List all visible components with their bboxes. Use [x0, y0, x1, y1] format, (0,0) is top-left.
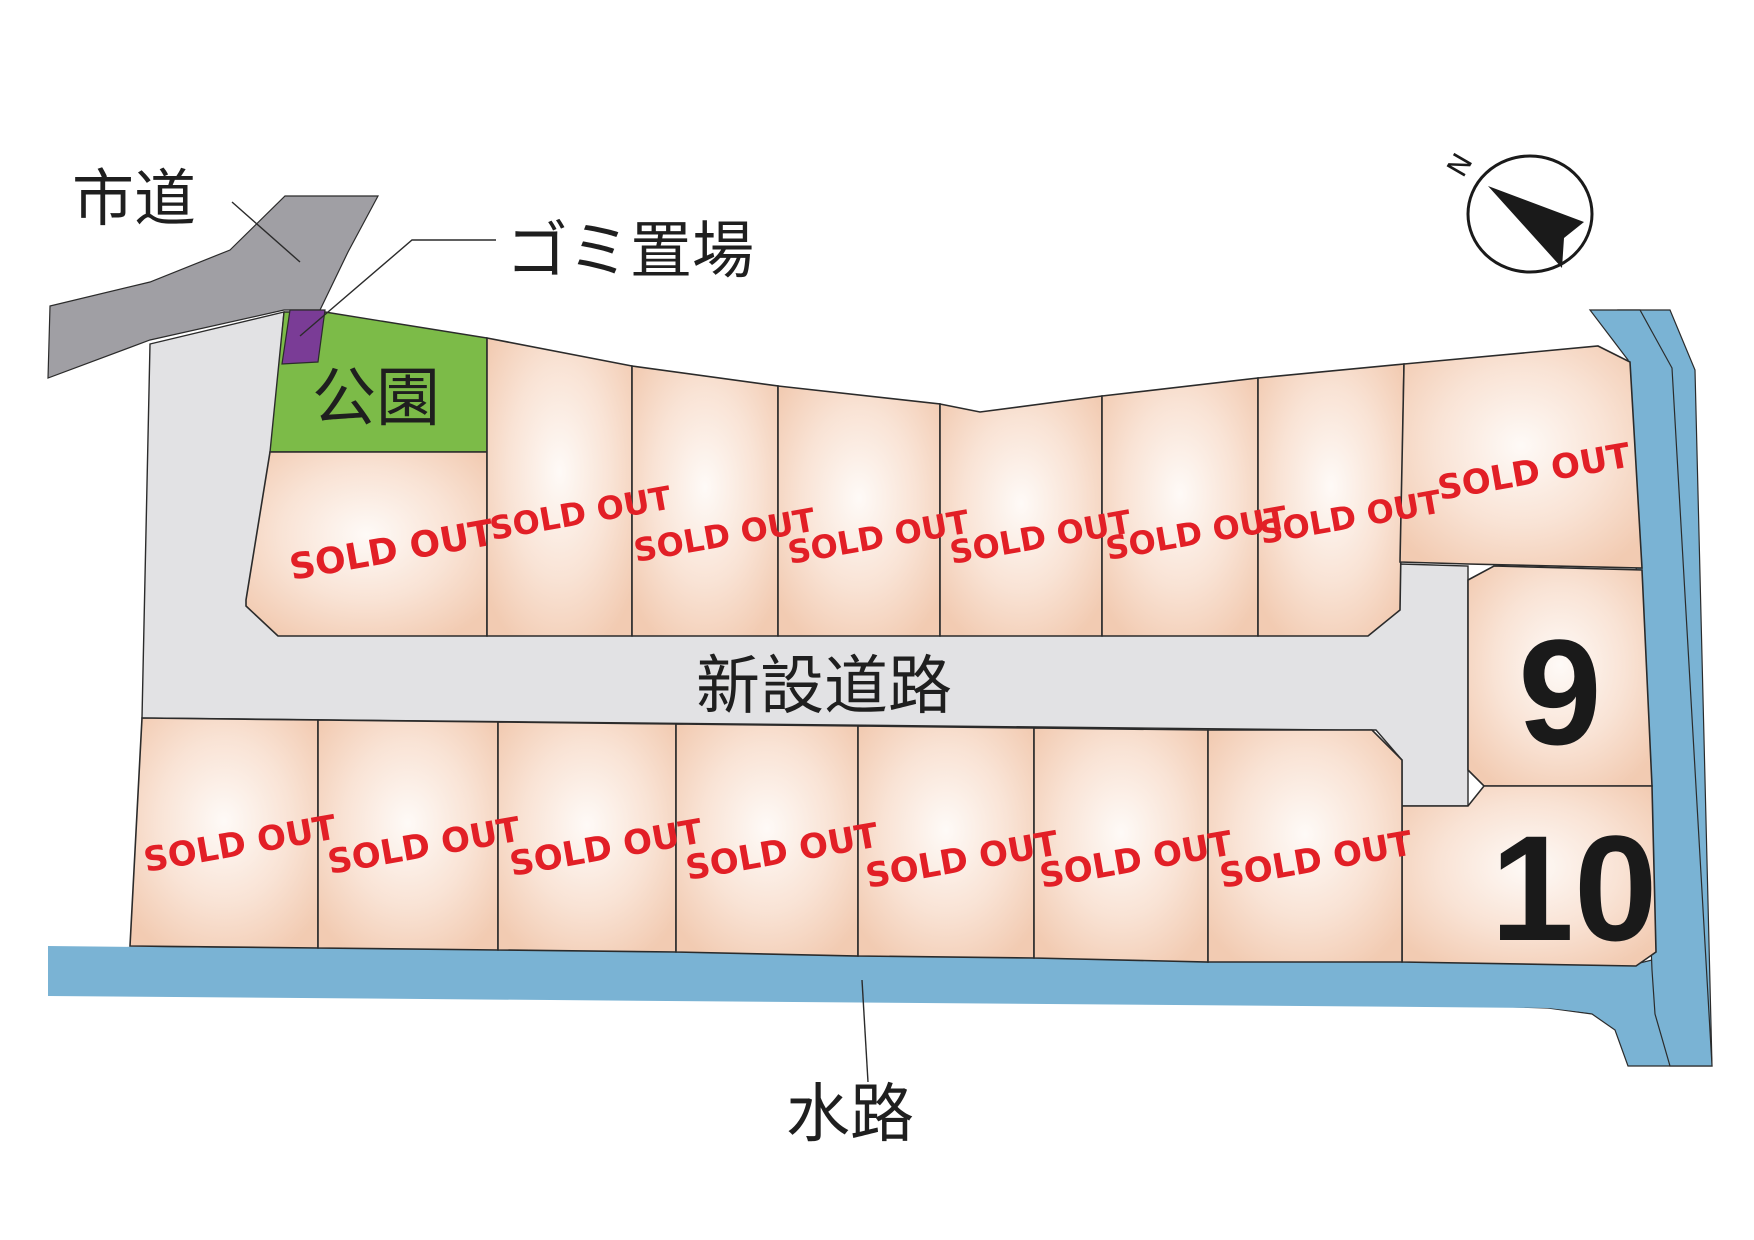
north-label: N — [1440, 148, 1479, 183]
lot-top-8[interactable] — [1399, 345, 1643, 569]
lot-10[interactable] — [1401, 785, 1657, 967]
label-park: 公園 — [312, 362, 440, 436]
pointer-waterway — [861, 979, 869, 1083]
label-garbage: ゴミ置場 — [506, 214, 754, 287]
city-road-area — [47, 195, 380, 379]
lot-top-2[interactable] — [486, 337, 633, 637]
pointer-city-road — [231, 201, 301, 263]
north-compass: N — [1440, 148, 1594, 274]
lot-top-7[interactable] — [1257, 363, 1405, 637]
pointer-garbage — [299, 239, 496, 337]
bottom-lots — [129, 717, 1403, 963]
label-new-road: 新設道路 — [696, 650, 952, 724]
label-waterway: 水路 — [786, 1078, 914, 1152]
garbage-area — [281, 309, 326, 365]
lot-number-9: 9 — [1518, 608, 1601, 776]
top-lots — [245, 337, 1643, 637]
lot-number-10: 10 — [1491, 804, 1658, 972]
waterway-channel-bottom — [48, 946, 1660, 1014]
north-arrow-icon — [1488, 186, 1584, 268]
lot-bottom-7[interactable] — [1207, 729, 1403, 963]
label-city-road: 市道 — [72, 162, 196, 235]
